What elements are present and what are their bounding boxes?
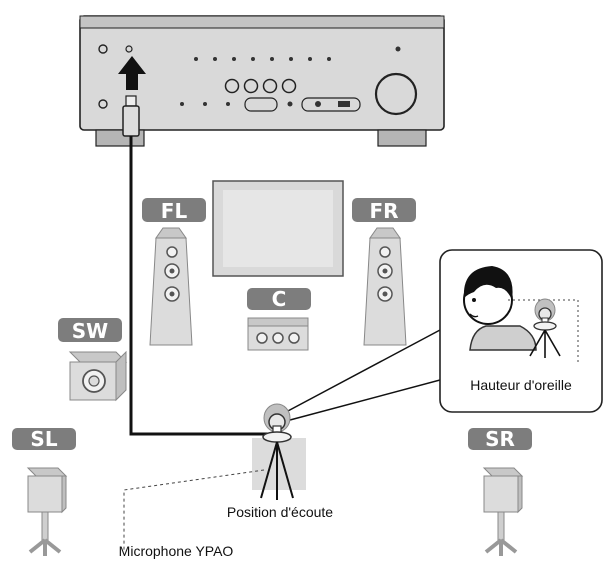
person-head-icon xyxy=(463,266,537,351)
subwoofer-icon xyxy=(68,350,128,402)
ear-height-label: Hauteur d'oreille xyxy=(470,377,572,393)
microphone-leader-line xyxy=(123,469,265,550)
inset-microphone-icon xyxy=(529,298,561,358)
label-fr: FR xyxy=(369,199,398,223)
insert-arrow-icon xyxy=(118,56,146,90)
center-speaker-icon xyxy=(247,317,309,351)
speaker-label-sw: SW xyxy=(58,318,122,343)
microphone-cable xyxy=(122,95,272,436)
label-fl: FL xyxy=(161,199,188,223)
av-receiver-icon xyxy=(79,15,445,147)
microphone-on-tripod-icon xyxy=(252,403,306,500)
floor-speaker-icon-fl xyxy=(149,227,193,346)
tv-icon xyxy=(212,180,344,277)
surround-speaker-icon-sr xyxy=(482,467,524,556)
callout-lines xyxy=(285,329,441,421)
label-c: C xyxy=(272,287,287,311)
speaker-label-sl: SL xyxy=(12,427,76,451)
speaker-label-fl: FL xyxy=(142,198,206,223)
speaker-label-fr: FR xyxy=(352,198,416,223)
label-sw: SW xyxy=(72,319,108,343)
label-sr: SR xyxy=(485,427,515,451)
listening-position-label: Position d'écoute xyxy=(227,504,333,520)
speaker-label-sr: SR xyxy=(468,427,532,451)
label-sl: SL xyxy=(30,427,57,451)
speaker-label-c: C xyxy=(247,287,311,311)
ear-height-inset: Hauteur d'oreille xyxy=(439,249,603,413)
surround-speaker-icon-sl xyxy=(26,467,68,556)
floor-speaker-icon-fr xyxy=(363,227,407,346)
microphone-label: Microphone YPAO xyxy=(119,543,234,559)
